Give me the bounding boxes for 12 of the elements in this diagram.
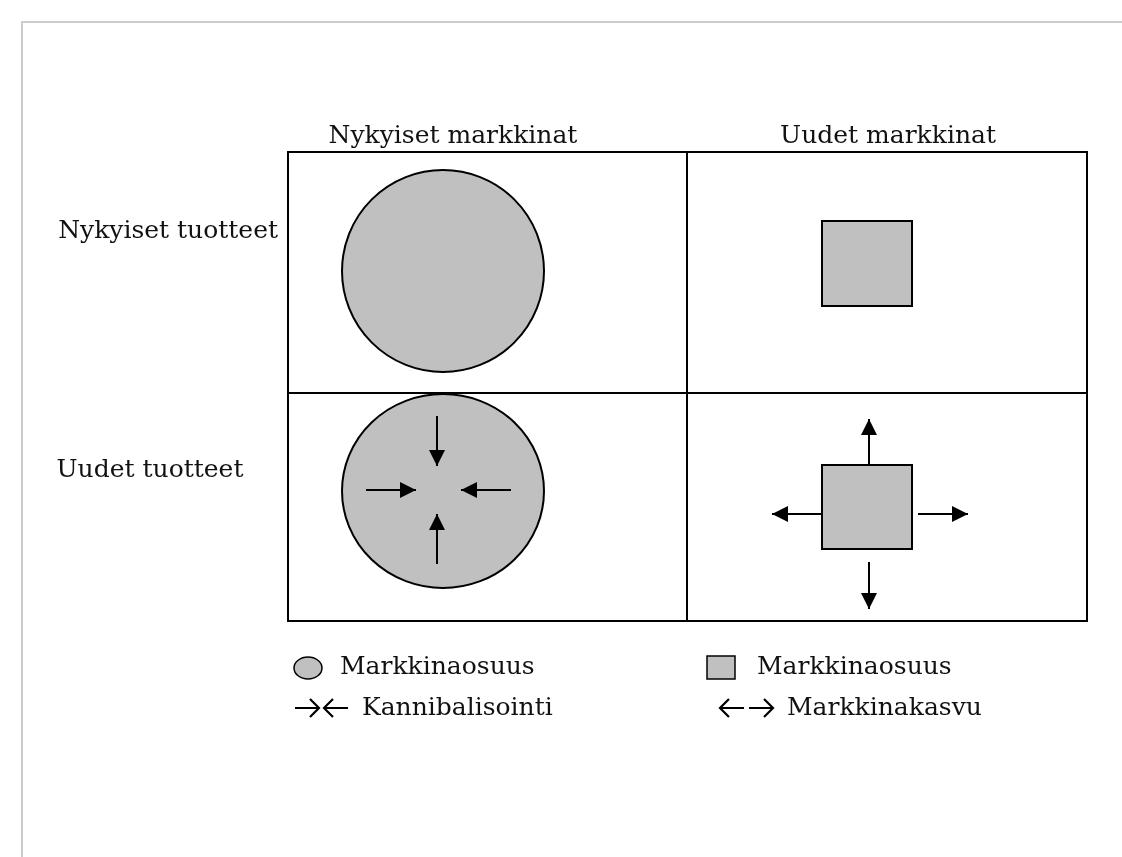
market-share-square (821, 464, 913, 550)
legend-label: Kannibalisointi (362, 692, 553, 722)
legend-label: Markkinaosuus (757, 651, 952, 681)
legend-label: Markkinaosuus (340, 651, 535, 681)
row-header: Nykyiset tuotteet (58, 215, 278, 245)
row-header: Uudet tuotteet (56, 454, 244, 484)
column-header: Nykyiset markkinat (328, 120, 578, 150)
market-share-circle (341, 393, 545, 589)
market-share-square (821, 220, 913, 307)
market-share-circle (341, 169, 545, 373)
column-header: Uudet markkinat (780, 120, 996, 150)
legend-label: Markkinakasvu (787, 692, 982, 722)
